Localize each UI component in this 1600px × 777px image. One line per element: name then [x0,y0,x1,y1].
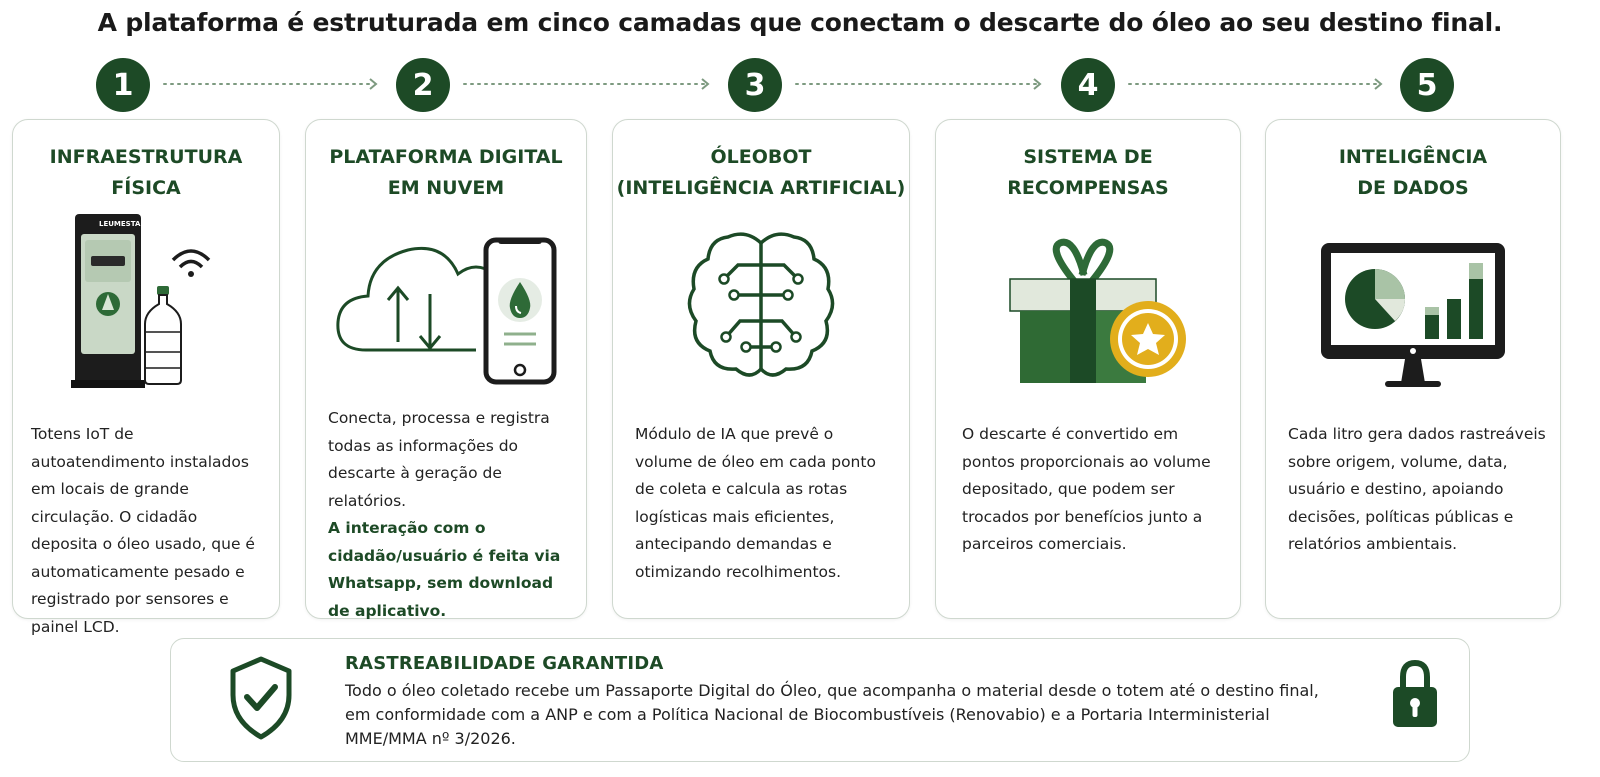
padlock-icon [1393,659,1437,727]
step-1-circle: 1 [96,58,150,112]
card-title-line: PLATAFORMA DIGITAL [329,146,563,168]
card-title: INFRAESTRUTURA FÍSICA [13,142,279,204]
step-2-circle: 2 [396,58,450,112]
card-description-text: Conecta, processa e registra todas as in… [328,409,550,510]
card-title-line: INFRAESTRUTURA [49,146,243,168]
card-description: Totens IoT de autoatendimento instalados… [31,425,255,636]
card-recompensas: SISTEMA DE RECOMPENSAS O descarte é conv… [935,119,1241,619]
card-title-line: FÍSICA [111,177,181,199]
card-title-line: (INTELIGÊNCIA ARTIFICIAL) [616,177,906,199]
card-title-line: EM NUVEM [387,177,505,199]
connector-4-5 [1128,78,1383,90]
connector-1-2 [163,78,378,90]
card-title: PLATAFORMA DIGITAL EM NUVEM [306,142,586,204]
card-title-line: DE DADOS [1357,177,1469,199]
connector-2-3 [463,78,710,90]
card-infraestrutura: INFRAESTRUTURA FÍSICA LEUMESTA Totens Io… [12,119,280,636]
card-title-line: ÓLEOBOT [710,146,812,168]
card-oleobot: ÓLEOBOT (INTELIGÊNCIA ARTIFICIAL) [612,119,910,619]
gift-star-reward-icon [936,216,1240,396]
traceability-box: RASTREABILIDADE GARANTIDA Todo o óleo co… [170,638,1470,762]
card-description: O descarte é convertido em pontos propor… [962,425,1211,553]
page-title: A plataforma é estruturada em cinco cama… [97,8,1503,37]
whatsapp-highlight-text: A interação com o cidadão/usuário é feit… [328,519,561,620]
step-5-circle: 5 [1400,58,1454,112]
kiosk-brand-label: LEUMESTA [99,220,141,228]
step-3-circle: 3 [728,58,782,112]
card-inteligencia-dados: INTELIGÊNCIA DE DADOS Cada litro gera da… [1265,119,1561,619]
card-title-line: SISTEMA DE [1023,146,1153,168]
card-title-line: RECOMPENSAS [1007,177,1169,199]
card-description: Conecta, processa e registra todas as in… [328,405,572,625]
traceability-title: RASTREABILIDADE GARANTIDA [345,653,664,674]
oil-totem-kiosk-icon [13,212,279,392]
card-title: INTELIGÊNCIA DE DADOS [1266,142,1560,204]
step-4-circle: 4 [1061,58,1115,112]
cloud-sync-phone-icon [306,210,586,390]
card-title: ÓLEOBOT (INTELIGÊNCIA ARTIFICIAL) [613,142,909,204]
traceability-text: Todo o óleo coletado recebe um Passaport… [345,681,1319,748]
card-title-line: INTELIGÊNCIA [1338,146,1488,168]
card-title: SISTEMA DE RECOMPENSAS [936,142,1240,204]
card-plataforma-digital: PLATAFORMA DIGITAL EM NUVEM Conecta, pro… [305,119,587,620]
ai-brain-circuit-icon [613,216,909,396]
connector-3-4 [795,78,1042,90]
monitor-analytics-icon [1266,218,1560,398]
card-description: Cada litro gera dados rastreáveis sobre … [1288,425,1546,553]
card-description: Módulo de IA que prevê o volume de óleo … [635,425,876,581]
shield-check-icon [230,656,292,740]
